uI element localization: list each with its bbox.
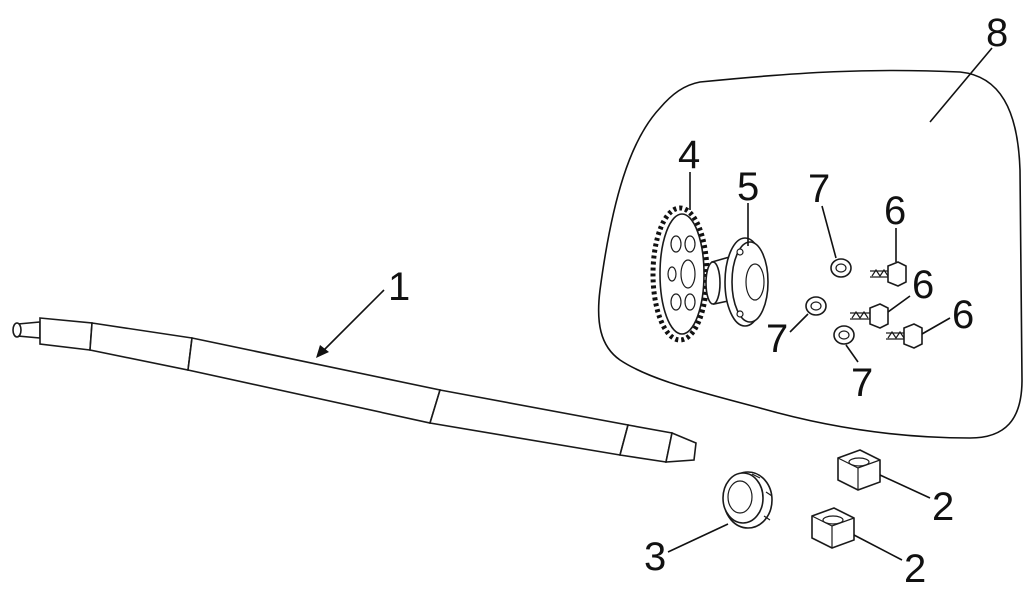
callout-bolt-lower: 6	[952, 293, 974, 337]
callout-washer-left: 7	[766, 317, 788, 361]
collar-leader	[667, 523, 729, 553]
kit-panel-leader	[929, 47, 993, 123]
bolt-middle	[850, 303, 889, 329]
callout-washer-bottom: 7	[851, 361, 873, 405]
callout-hub: 5	[737, 165, 759, 209]
bolt-lower	[886, 323, 923, 349]
washer-left-leader	[789, 313, 809, 333]
sprocket	[650, 205, 710, 343]
washer-bottom	[833, 325, 855, 345]
shaft-leader	[316, 289, 385, 358]
washer-bottom-leader	[845, 344, 859, 363]
axle-shaft	[12, 317, 697, 463]
callout-bolt-middle: 6	[912, 263, 934, 307]
sprocket-hub	[705, 237, 769, 327]
callout-nut-lower: 2	[904, 547, 926, 591]
bolt-lower-leader	[921, 317, 951, 335]
bolt-middle-leader	[887, 295, 911, 313]
washer-left	[805, 296, 827, 316]
callout-kit-panel: 8	[986, 11, 1008, 55]
washer-top	[830, 258, 852, 278]
nut-upper-leader	[879, 474, 931, 499]
callout-nut-upper: 2	[932, 485, 954, 529]
bolt-top	[870, 261, 907, 287]
hex-nut-upper	[837, 449, 881, 491]
hex-nut-lower	[811, 507, 855, 549]
callout-bolt-top: 6	[884, 189, 906, 233]
callout-sprocket: 4	[678, 133, 700, 177]
kit-panel	[597, 69, 1023, 439]
callout-shaft: 1	[388, 265, 410, 309]
callout-collar: 3	[644, 535, 666, 579]
washer-top-leader	[821, 205, 837, 259]
nut-lower-leader	[853, 534, 903, 561]
locking-collar	[722, 471, 773, 529]
callout-washer-top: 7	[808, 167, 830, 211]
